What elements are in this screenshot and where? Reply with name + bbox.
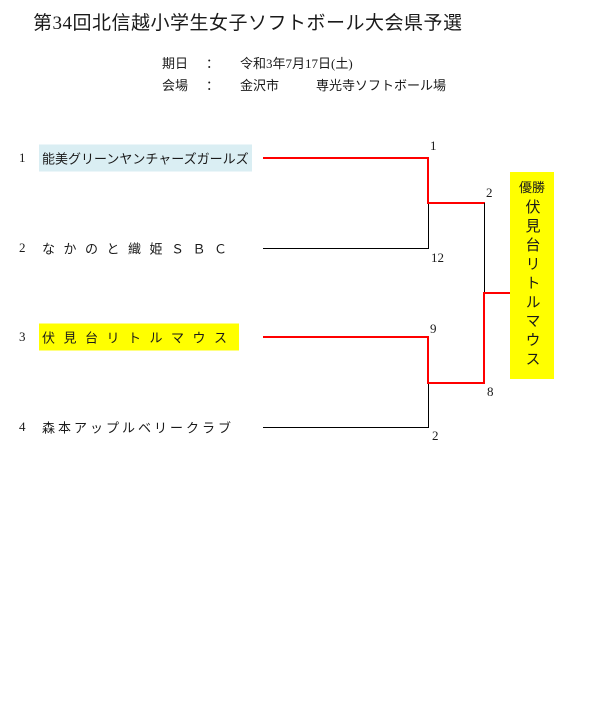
event-venue-place: 専光寺ソフトボール場: [316, 78, 447, 93]
score-sf1-bottom: 12: [431, 250, 444, 265]
bracket-sf1-advance-winner: [427, 202, 485, 204]
bracket-line-team4: [263, 427, 429, 428]
team-row-1: 1 能美グリーンヤンチャーズガールズ: [0, 143, 263, 173]
team-row-4: 4 森本アップルベリークラブ: [0, 412, 263, 442]
bracket-sf1-vertical-winner: [427, 157, 429, 204]
team-name-3: 伏見台リトルマウス: [39, 323, 239, 351]
bracket-final-vertical-winner: [483, 292, 485, 384]
score-sf1-top: 1: [430, 138, 437, 153]
champion-box: 優勝 伏見台リトルマウス: [510, 172, 554, 379]
bracket-line-team1-winner: [263, 157, 429, 159]
bracket-champion-connector: [484, 292, 510, 294]
team-row-3: 3 伏見台リトルマウス: [0, 322, 263, 352]
bracket-sf2-vertical-winner: [427, 336, 429, 384]
team-name-4: 森本アップルベリークラブ: [42, 420, 235, 436]
bracket-sf2-advance-winner: [427, 382, 485, 384]
champion-label: 優勝: [518, 180, 545, 195]
bracket-final-vertical-loser: [484, 203, 485, 293]
event-venue-label: 会場: [162, 78, 189, 93]
score-sf2-top: 9: [430, 321, 437, 336]
page-title: 第34回北信越小学生女子ソフトボール大会県予選: [33, 13, 463, 34]
event-venue-city: 金沢市: [240, 78, 280, 93]
event-date-label: 期日: [162, 56, 189, 71]
team-seed-3: 3: [19, 329, 26, 344]
score-final-top: 2: [486, 185, 493, 200]
event-venue-colon: ：: [206, 78, 220, 93]
bracket-line-team2: [263, 248, 429, 249]
event-date-colon: ：: [206, 56, 220, 71]
team-seed-2: 2: [19, 240, 26, 255]
bracket-sf2-vertical-loser: [428, 383, 429, 428]
team-seed-4: 4: [19, 419, 26, 434]
team-seed-1: 1: [19, 150, 26, 165]
bracket-sf1-vertical-loser: [428, 203, 429, 249]
score-sf2-bottom: 2: [432, 428, 439, 443]
team-name-2: なかのと織姫ＳＢＣ: [42, 241, 236, 257]
bracket-line-team3-winner: [263, 336, 429, 338]
event-date-value: 令和3年7月17日(土): [240, 56, 353, 71]
champion-name: 伏見台リトルマウス: [523, 199, 540, 370]
team-name-1: 能美グリーンヤンチャーズガールズ: [39, 144, 252, 172]
team-row-2: 2 なかのと織姫ＳＢＣ: [0, 233, 263, 263]
score-final-bottom: 8: [487, 384, 494, 399]
